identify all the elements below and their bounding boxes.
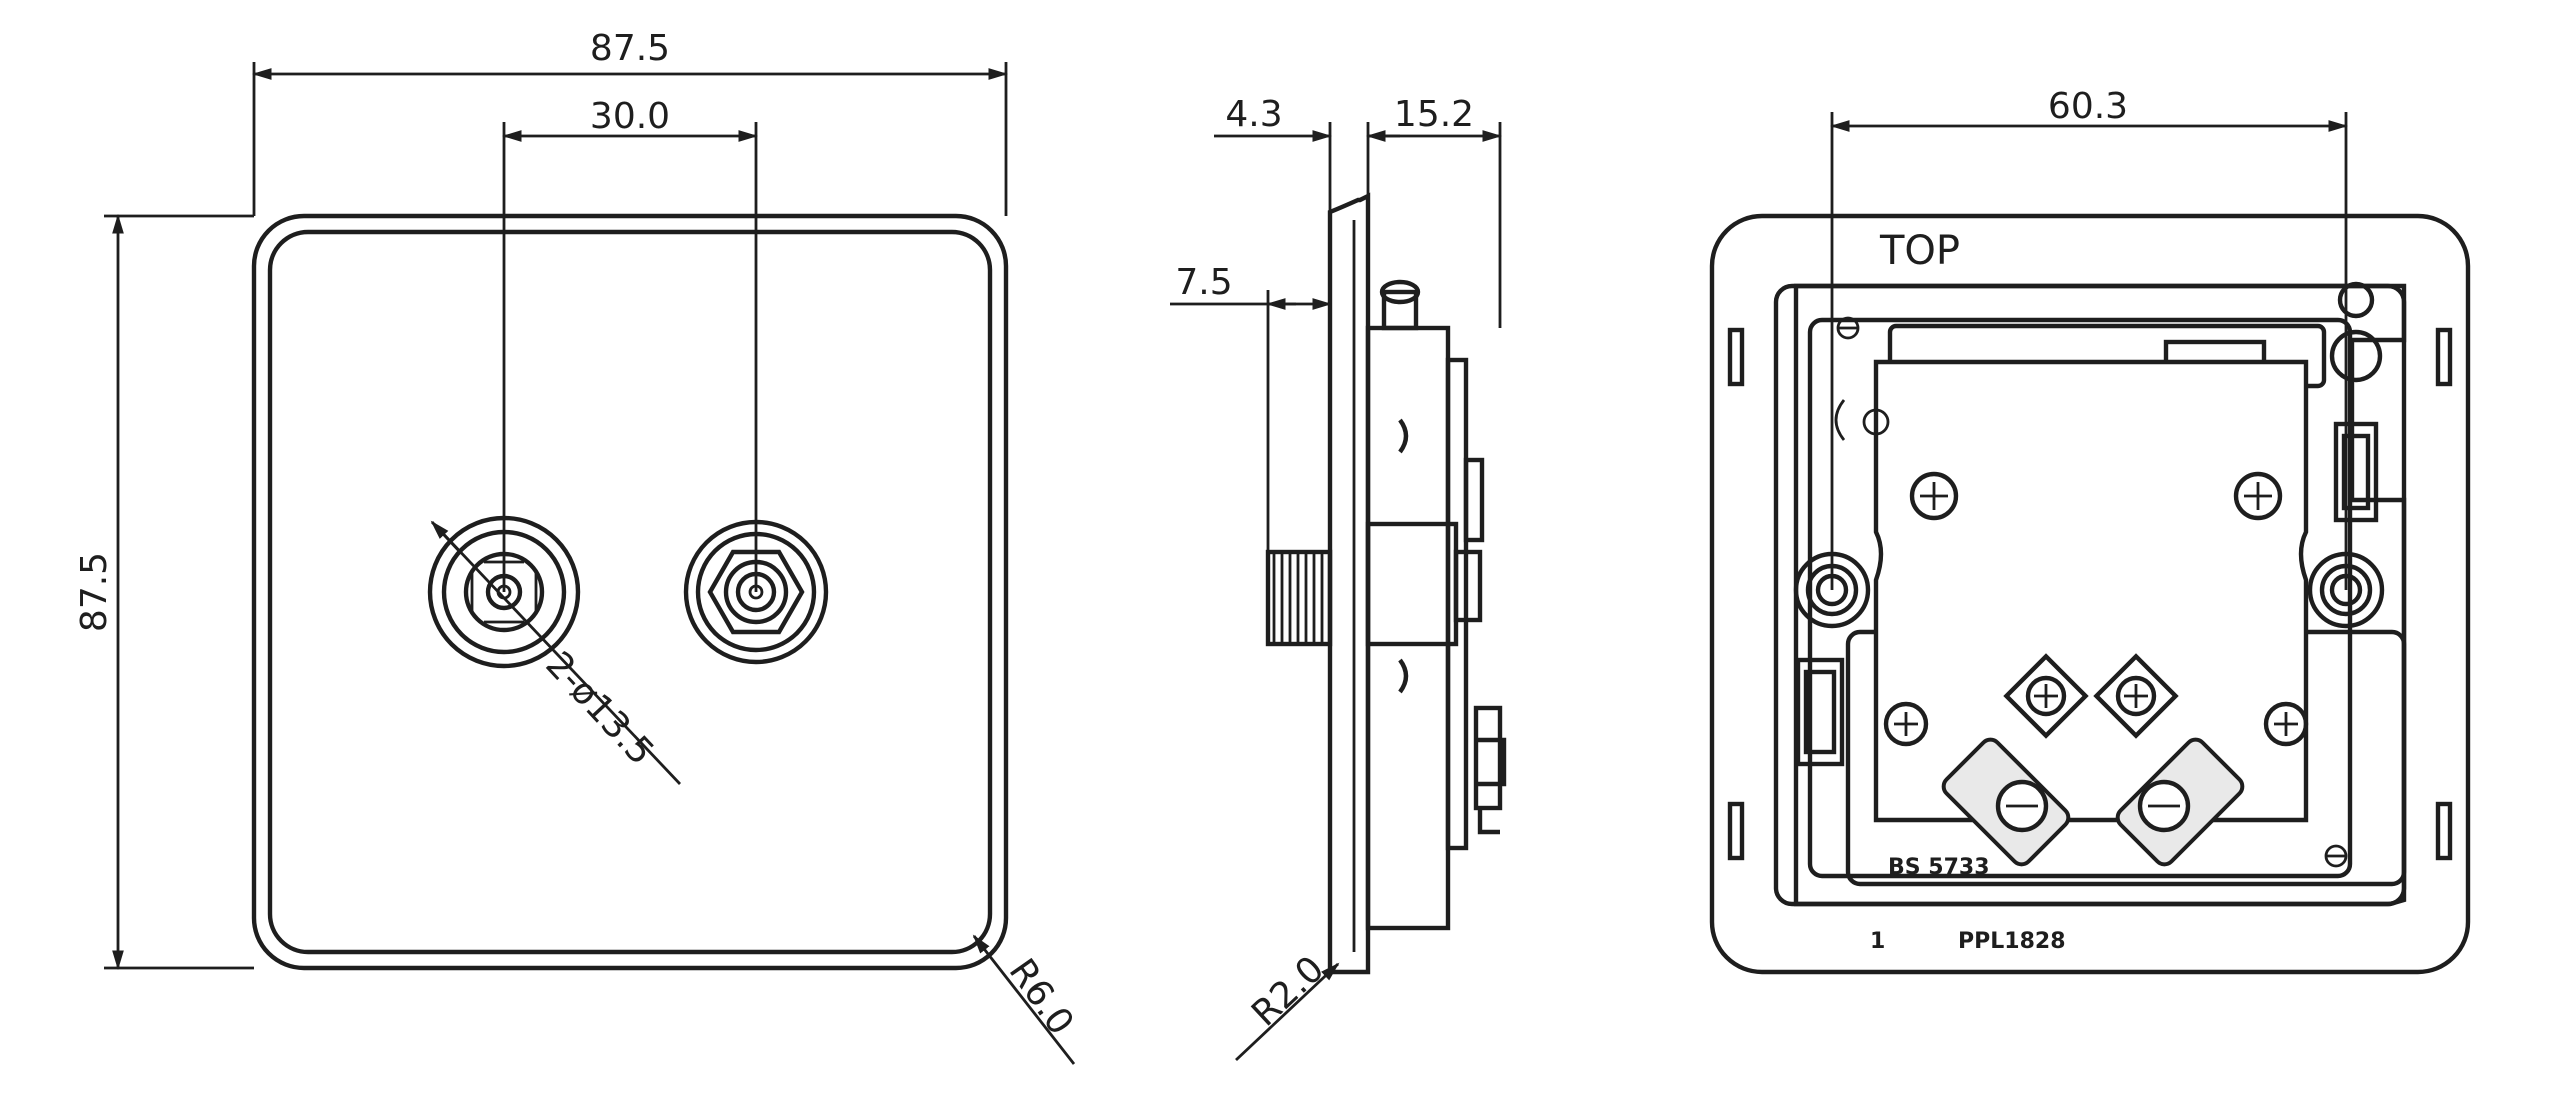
- terminal-right: [2093, 653, 2179, 739]
- side-plate-profile: [1327, 192, 1371, 975]
- body-screw-right: [2233, 471, 2283, 521]
- top-mark: TOP: [1879, 228, 1960, 274]
- hole-diameter-dim: 2-ø13.5: [537, 644, 661, 773]
- f-type-connector: [1265, 549, 1333, 647]
- body-screw-left: [1909, 471, 1959, 521]
- cable-clamp-right: [2115, 737, 2245, 867]
- corner-radius-dim: R6.0: [1001, 952, 1082, 1043]
- module-depth-dim: 15.2: [1394, 94, 1474, 135]
- rear-terminal-body: [1873, 359, 2309, 823]
- front-plate-inner: [267, 229, 993, 955]
- rear-view: TOP BS 5733 1 PPL1828 60.3: [1709, 86, 2471, 975]
- cable-clamp-left: [1941, 737, 2071, 867]
- mounting-centres-dim: 60.3: [2048, 86, 2128, 127]
- plate-thickness-dim: 4.3: [1225, 94, 1282, 135]
- connector-length-dim: 7.5: [1175, 262, 1232, 303]
- front-height-dim: 87.5: [74, 552, 115, 632]
- standard-mark: BS 5733: [1888, 855, 1990, 880]
- rear-plate-outer: [1709, 213, 2471, 975]
- socket-spacing-dim: 30.0: [590, 96, 670, 137]
- part-index: 1: [1870, 929, 1885, 954]
- front-plate-outer: [251, 213, 1009, 971]
- side-view: 4.3 15.2 7.5 R2.0: [1170, 94, 1507, 1062]
- terminal-left: [2003, 653, 2089, 739]
- front-view: 87.5 30.0 87.5 2-ø13.5 R6.0: [74, 28, 1082, 1065]
- front-width-dim: 87.5: [590, 28, 670, 69]
- part-code: PPL1828: [1958, 929, 2066, 954]
- edge-radius-dim: R2.0: [1244, 948, 1332, 1034]
